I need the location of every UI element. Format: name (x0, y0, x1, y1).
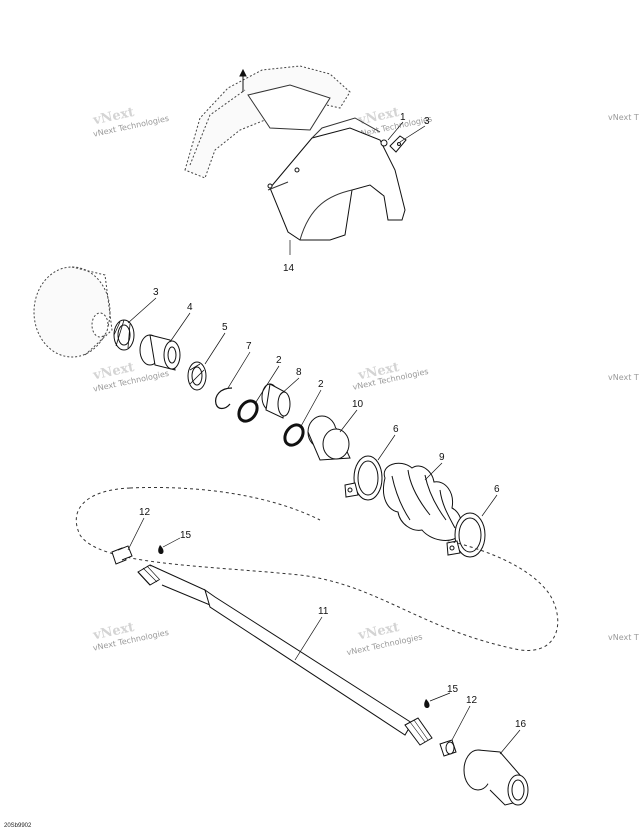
callout-2: 2 (276, 355, 282, 366)
part-15-grease-drop (424, 699, 430, 708)
drawing-code: 20Sb9902 (4, 823, 32, 829)
watermark-edge: vNext T (608, 113, 639, 122)
callout-6: 6 (494, 484, 500, 495)
callout-10: 10 (352, 399, 364, 410)
watermark: vNext vNext Technologies (346, 620, 423, 657)
part-2-o-ring (237, 399, 259, 423)
watermark: vNext vNext Technologies (355, 105, 432, 139)
callout-11: 11 (318, 606, 329, 617)
callout-15: 15 (180, 530, 192, 541)
callout-6: 6 (393, 424, 399, 435)
watermark: vNext vNext Technologies (91, 620, 170, 653)
part-11-drive-shaft (137, 564, 433, 746)
callout-16: 16 (515, 719, 527, 730)
part-9-bellows (383, 462, 463, 541)
part-10-sleeve (307, 415, 351, 461)
callout-14: 14 (283, 263, 295, 274)
callout-3: 3 (424, 116, 430, 127)
watermark: vNext vNext Technologies (352, 360, 429, 392)
callout-labels: 1 3 14 3 4 5 7 2 8 2 10 6 9 6 12 15 11 1… (139, 112, 527, 730)
callout-4: 4 (187, 302, 193, 313)
part-6-hose-clamp (446, 512, 486, 558)
callout-12: 12 (466, 695, 478, 706)
part-3-coupling (113, 319, 135, 351)
part-5-clamp (187, 361, 207, 391)
callout-7: 7 (246, 341, 252, 352)
watermark-edge: vNext T (608, 373, 639, 382)
part-7-circlip (215, 387, 233, 410)
part-16-bearing-housing (463, 749, 529, 806)
callout-8: 8 (296, 367, 302, 378)
part-12-fitting (439, 739, 457, 757)
part-8-spacer (261, 383, 291, 419)
part-2-o-ring (283, 423, 305, 447)
callout-12: 12 (139, 507, 151, 518)
part-6-hose-clamp (344, 455, 383, 501)
callout-15: 15 (447, 684, 459, 695)
part-14-housing (184, 65, 407, 241)
part-15-grease-drop (158, 545, 164, 554)
callout-9: 9 (439, 452, 445, 463)
callout-2: 2 (318, 379, 324, 390)
hull-outline-dashed (75, 487, 559, 651)
watermark-edge: vNext T (608, 633, 639, 642)
part-4-adapter (139, 334, 181, 371)
watermark: vNext vNext Technologies (91, 105, 170, 139)
callout-3: 3 (153, 287, 159, 298)
callout-5: 5 (222, 322, 228, 333)
engine-flywheel-outline (33, 266, 113, 358)
callout-1: 1 (400, 112, 406, 123)
leader-lines (127, 121, 521, 755)
